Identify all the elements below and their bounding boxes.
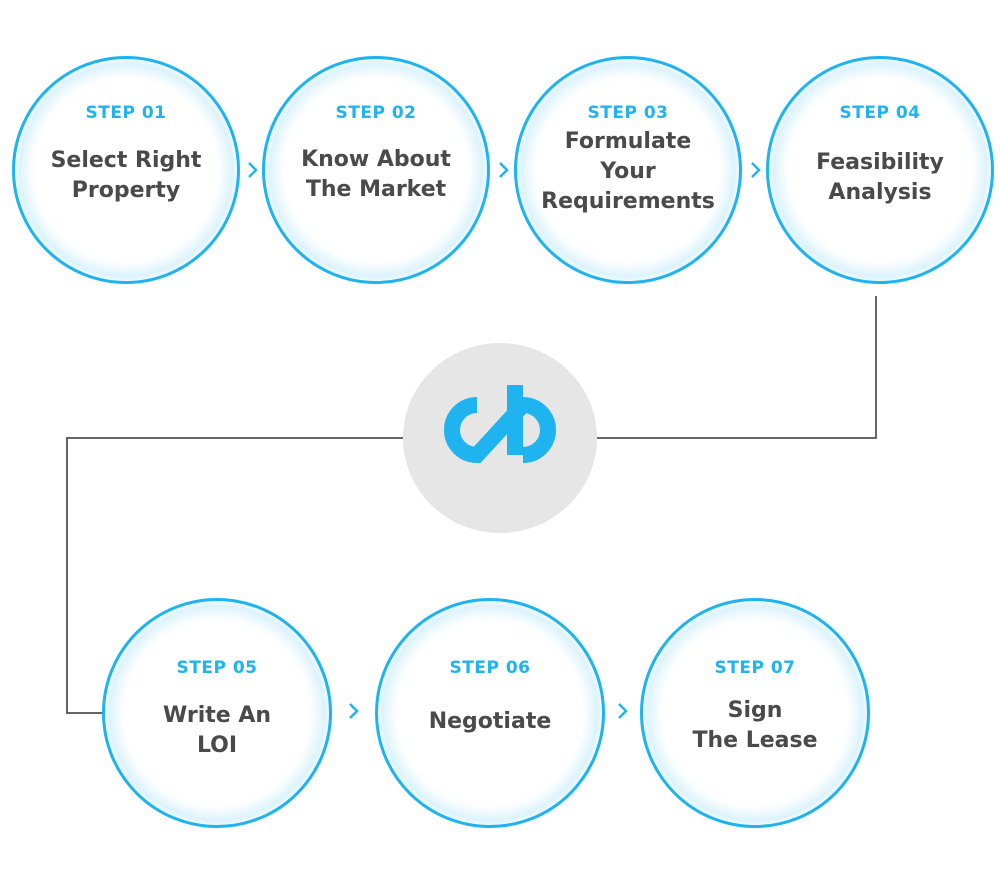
- cb-logo-icon: [444, 385, 556, 464]
- step-03-circle: STEP 03 Formulate Your Requirements: [514, 56, 742, 284]
- chevron-right-icon: [349, 703, 359, 719]
- logo-badge: [403, 343, 597, 533]
- step-number: STEP 06: [449, 658, 531, 678]
- step-04-circle: STEP 04 Feasibility Analysis: [766, 56, 994, 284]
- connector-line-right: [597, 296, 877, 439]
- step-title: Sign The Lease: [692, 698, 818, 753]
- step-number: STEP 07: [714, 658, 796, 678]
- chevron-right-icon: [499, 162, 509, 178]
- step-07-circle: STEP 07 Sign The Lease: [640, 598, 870, 828]
- chevron-right-icon: [751, 162, 761, 178]
- step-number: STEP 02: [335, 103, 417, 123]
- step-title: Select Right Property: [50, 148, 202, 203]
- step-title: Know About The Market: [301, 147, 451, 202]
- step-02-circle: STEP 02 Know About The Market: [262, 56, 490, 284]
- step-number: STEP 01: [85, 103, 167, 123]
- step-number: STEP 05: [176, 658, 258, 678]
- step-05-circle: STEP 05 Write An LOI: [102, 598, 332, 828]
- step-number: STEP 04: [839, 103, 921, 123]
- step-title: Formulate Your Requirements: [541, 129, 715, 214]
- step-title: Negotiate: [428, 709, 552, 734]
- step-title: Write An LOI: [162, 703, 272, 758]
- chevron-right-icon: [248, 162, 258, 178]
- step-number: STEP 03: [587, 103, 669, 123]
- step-01-circle: STEP 01 Select Right Property: [12, 56, 240, 284]
- connector-line-left: [66, 437, 403, 714]
- chevron-right-icon: [618, 703, 628, 719]
- step-06-circle: STEP 06 Negotiate: [375, 598, 605, 828]
- step-title: Feasibility Analysis: [816, 150, 944, 205]
